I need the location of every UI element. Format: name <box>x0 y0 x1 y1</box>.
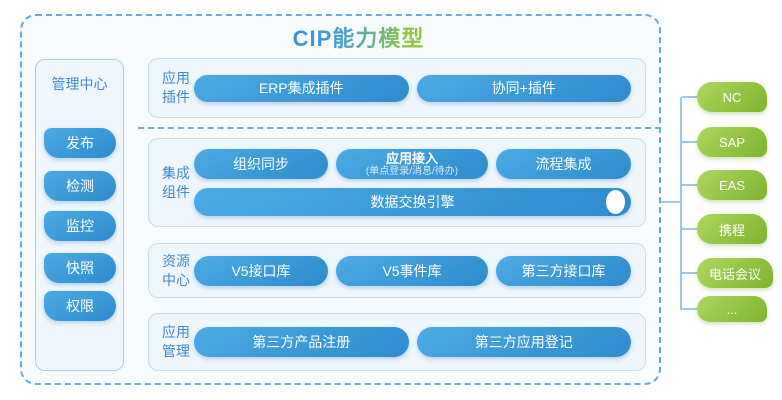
pill-third-party-app-register: 第三方应用登记 <box>416 327 631 357</box>
diagram-title: CIP能力模型 <box>293 21 425 53</box>
external-node-ctrip: 携程 <box>697 214 767 244</box>
management-center-title: 管理中心 <box>51 76 108 92</box>
pill-app-access: 应用接入 (单点登录/消息/待办) <box>336 149 488 179</box>
title-wrap: CIP能力模型 <box>20 21 661 53</box>
pill-v5-event-lib: V5事件库 <box>336 255 488 286</box>
pill-third-party-interface-lib: 第三方接口库 <box>496 255 631 286</box>
row-app-management-pills: 第三方产品注册 第三方应用登记 <box>194 314 631 370</box>
connector-stub-more <box>682 308 697 310</box>
management-center-panel: 管理中心 发布 检测 监控 快照 权限 <box>35 59 124 371</box>
row-resource-center-pills: V5接口库 V5事件库 第三方接口库 <box>194 244 631 297</box>
pill-collaboration-plugin: 协同+插件 <box>416 74 631 102</box>
pill-v5-interface-lib: V5接口库 <box>194 255 328 286</box>
connector-stub-teleconference <box>682 272 697 274</box>
dashed-separator <box>138 127 661 129</box>
sidebar-item-snapshot: 快照 <box>44 253 116 283</box>
sidebar-item-monitor: 监控 <box>44 211 116 241</box>
row-integration-components-pills: 组织同步 应用接入 (单点登录/消息/待办) 流程集成 数据交换引擎 <box>194 149 631 216</box>
external-node-more: ... <box>697 296 767 322</box>
connector-stub-nc <box>682 96 697 98</box>
pill-app-access-subtitle: (单点登录/消息/待办) <box>365 165 459 177</box>
sidebar-item-permission: 权限 <box>44 291 116 321</box>
pill-third-party-product-register: 第三方产品注册 <box>194 327 409 357</box>
external-node-sap: SAP <box>697 127 767 157</box>
row-app-plugins: 应用插件 ERP集成插件 协同+插件 <box>148 58 646 118</box>
external-node-eas: EAS <box>697 170 767 200</box>
row-app-plugins-pills: ERP集成插件 协同+插件 <box>194 59 631 117</box>
row-app-management: 应用管理 第三方产品注册 第三方应用登记 <box>148 313 646 371</box>
sidebar-item-publish: 发布 <box>44 128 116 158</box>
cylinder-end-cap <box>606 190 625 214</box>
row-resource-center-label: 资源中心 <box>162 252 190 288</box>
pill-process-integration: 流程集成 <box>496 149 631 179</box>
row-app-management-label: 应用管理 <box>162 324 190 359</box>
data-exchange-engine-label: 数据交换引擎 <box>370 194 455 210</box>
pill-org-sync: 组织同步 <box>194 149 328 179</box>
pill-erp-integration-plugin: ERP集成插件 <box>194 74 409 102</box>
row-integration-components-label: 集成组件 <box>162 164 190 200</box>
connector-trunk-line <box>680 97 682 310</box>
sidebar-item-detect: 检测 <box>44 171 116 201</box>
connector-stub-sap <box>682 141 697 143</box>
external-node-nc: NC <box>697 82 767 112</box>
external-node-teleconference: 电话会议 <box>697 258 774 288</box>
connector-stub-ctrip <box>682 228 697 230</box>
connector-stub-eas <box>682 184 697 186</box>
connector-root-stub <box>661 201 680 203</box>
row-resource-center: 资源中心 V5接口库 V5事件库 第三方接口库 <box>148 243 646 298</box>
pill-data-exchange-engine: 数据交换引擎 <box>194 188 631 216</box>
pill-app-access-title: 应用接入 <box>385 150 438 166</box>
row-app-plugins-label: 应用插件 <box>162 70 190 105</box>
row-integration-components: 集成组件 组织同步 应用接入 (单点登录/消息/待办) 流程集成 数据交换引擎 <box>148 138 646 227</box>
